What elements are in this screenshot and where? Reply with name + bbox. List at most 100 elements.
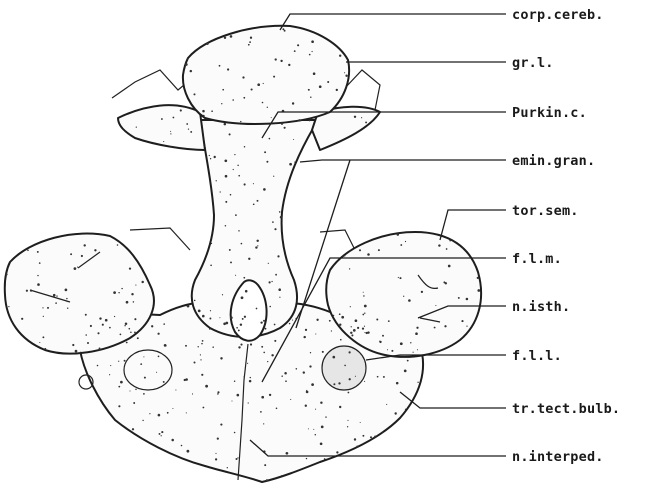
stipple-dot <box>274 228 276 230</box>
stipple-dot <box>187 450 190 453</box>
stipple-dot <box>161 435 162 436</box>
stipple-dot <box>413 352 414 353</box>
stipple-dot <box>194 362 196 364</box>
stipple-dot <box>245 290 248 293</box>
stipple-dot <box>110 365 111 366</box>
stipple-dot <box>233 169 234 170</box>
stipple-dot <box>47 307 49 309</box>
stipple-dot <box>241 296 244 299</box>
stipple-dot <box>374 436 376 438</box>
stipple-dot <box>143 356 144 357</box>
stipple-dot <box>151 325 153 327</box>
label-f-l-m: f.l.m. <box>512 251 562 267</box>
stipple-dot <box>156 372 157 373</box>
stipple-dot <box>362 314 364 316</box>
stipple-dot <box>212 346 214 348</box>
stipple-dot <box>97 332 99 334</box>
stipple-dot <box>333 383 335 385</box>
stipple-dot <box>90 325 92 327</box>
stipple-dot <box>305 405 307 407</box>
stipple-dot <box>137 337 139 339</box>
stipple-dot <box>282 28 284 30</box>
stipple-dot <box>404 370 407 373</box>
stipple-dot <box>336 89 338 91</box>
stipple-dot <box>109 374 110 375</box>
label-n-isth: n.isth. <box>512 299 570 315</box>
stipple-dot <box>53 294 56 297</box>
stipple-dot <box>275 58 277 60</box>
stipple-dot <box>159 433 161 435</box>
stipple-dot <box>149 413 150 414</box>
stipple-dot <box>364 305 367 308</box>
stipple-dot <box>209 155 210 156</box>
stipple-dot <box>190 70 192 72</box>
stipple-dot <box>42 336 44 338</box>
stipple-dot <box>377 376 379 378</box>
stipple-dot <box>256 308 258 310</box>
stipple-dot <box>339 406 341 408</box>
stipple-dot <box>135 285 136 286</box>
stipple-dot <box>305 329 307 331</box>
stipple-dot <box>192 393 193 394</box>
stipple-dot <box>237 457 238 458</box>
stipple-dot <box>329 320 331 322</box>
stipple-dot <box>364 381 365 382</box>
stipple-dot <box>229 133 231 135</box>
stipple-dot <box>250 377 251 378</box>
stipple-dot <box>220 357 222 359</box>
stipple-dot <box>144 377 146 379</box>
stipple-dot <box>296 368 298 370</box>
stipple-dot <box>75 350 78 353</box>
stipple-dot <box>360 422 361 423</box>
stipple-dot <box>185 63 188 66</box>
stipple-dot <box>37 283 40 286</box>
stipple-dot <box>237 165 238 166</box>
stipple-dot <box>181 445 183 447</box>
stipple-dot <box>292 102 294 104</box>
stipple-dot <box>43 316 44 317</box>
stipple-dot <box>264 151 266 153</box>
stipple-dot <box>284 372 287 375</box>
stipple-dot <box>309 54 311 56</box>
stipple-dot <box>217 438 219 440</box>
stipple-dot <box>126 301 129 304</box>
stipple-dot <box>263 320 265 322</box>
stipple-dot <box>458 297 460 299</box>
stipple-dot <box>321 426 324 429</box>
stipple-dot <box>230 316 233 319</box>
stipple-dot <box>378 249 380 251</box>
stipple-dot <box>260 411 262 413</box>
stipple-dot <box>264 464 266 466</box>
stipple-dot <box>263 352 265 354</box>
stipple-dot <box>202 340 204 342</box>
stipple-dot <box>142 420 143 421</box>
stipple-dot <box>349 378 351 380</box>
stipple-dot <box>140 363 142 365</box>
stipple-dot <box>224 159 227 162</box>
stipple-dot <box>197 346 198 347</box>
stipple-dot <box>379 341 381 343</box>
stipple-dot <box>180 109 182 111</box>
stipple-dot <box>133 301 135 303</box>
stipple-dot <box>370 436 372 438</box>
stipple-dot <box>44 348 46 350</box>
stipple-dot <box>269 281 271 283</box>
stipple-dot <box>81 255 83 257</box>
stipple-dot <box>211 110 213 112</box>
stipple-dot <box>102 324 104 326</box>
stipple-dot <box>281 122 283 124</box>
stipple-dot <box>444 325 446 327</box>
stipple-dot <box>158 414 161 417</box>
stipple-dot <box>294 162 295 163</box>
stipple-dot <box>232 99 234 101</box>
stipple-dot <box>359 249 361 251</box>
stipple-dot <box>351 326 352 327</box>
stipple-dot <box>315 434 316 435</box>
stipple-dot <box>161 431 163 433</box>
stipple-dot <box>461 320 463 322</box>
stipple-dot <box>274 340 276 342</box>
stipple-dot <box>315 409 316 410</box>
stipple-dot <box>163 381 165 383</box>
stipple-dot <box>349 268 350 269</box>
